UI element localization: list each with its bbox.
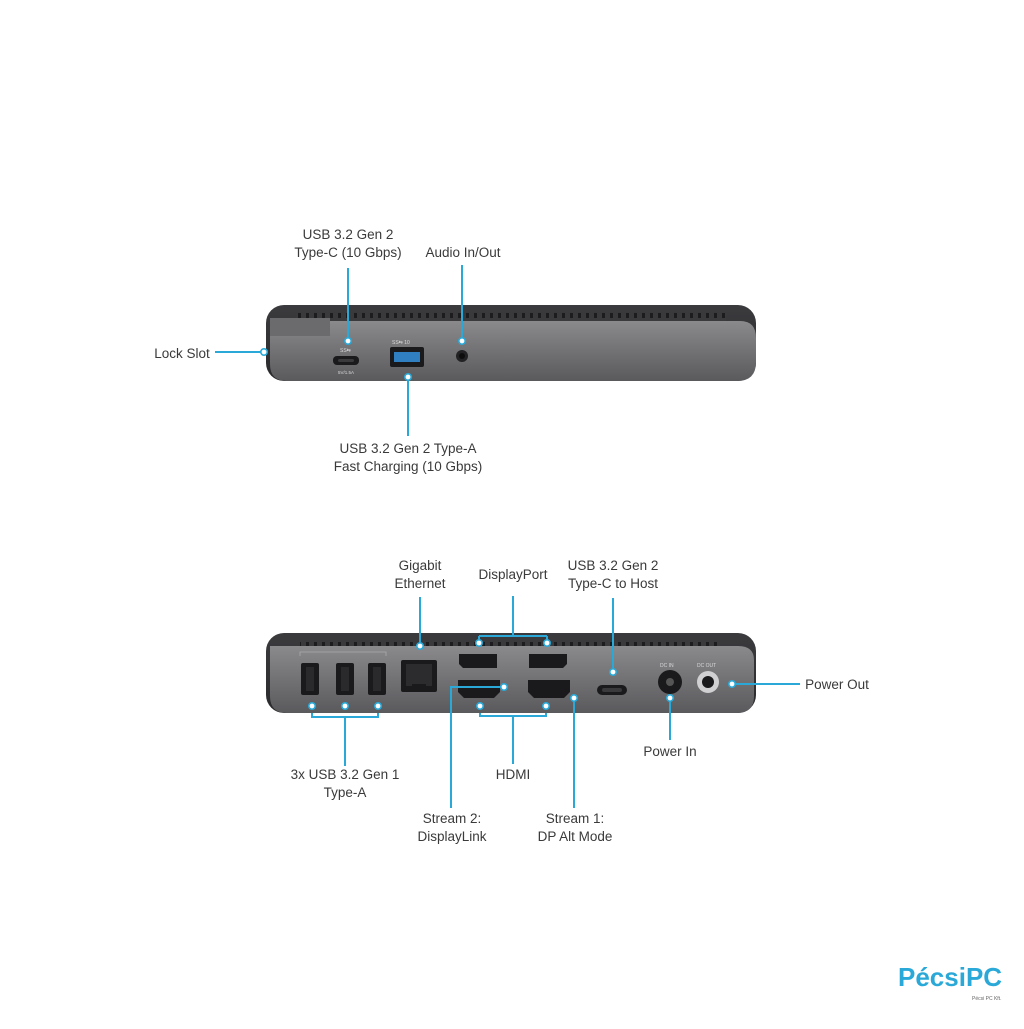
label-line: Type-A [323, 785, 367, 800]
label-line: 3x USB 3.2 Gen 1 [290, 767, 400, 782]
label-line: Lock Slot [154, 346, 210, 361]
callout-displayport [478, 596, 548, 642]
label-line: Stream 1: [545, 811, 605, 826]
callout-lines [215, 265, 800, 808]
label-line: HDMI [495, 767, 531, 782]
top-left-corner [270, 318, 330, 336]
displayport-ports [459, 654, 567, 668]
label-hdmi: HDMI [483, 766, 543, 784]
callout-stream2 [450, 686, 502, 808]
label-displayport: DisplayPort [463, 566, 563, 584]
label-line: Ethernet [394, 576, 446, 591]
label-power-out: Power Out [798, 676, 876, 694]
label-line: Gigabit [398, 558, 442, 573]
label-line: Power Out [805, 677, 869, 692]
watermark-sub: Pécsi PC Kft. [972, 996, 1002, 1002]
label-line: Power In [643, 744, 697, 759]
watermark-brand: PécsiPC [898, 962, 1003, 992]
svg-text:SS⇆ 10: SS⇆ 10 [392, 340, 410, 346]
label-lock-slot: Lock Slot [140, 345, 224, 363]
label-power-in: Power In [630, 743, 710, 761]
label-gigabit-ethernet: Gigabit Ethernet [380, 557, 460, 593]
callout-dots [259, 336, 736, 710]
label-usb-a-fast: USB 3.2 Gen 2 Type-A Fast Charging (10 G… [318, 440, 498, 476]
svg-text:5V/1.5A: 5V/1.5A [338, 370, 354, 375]
label-line: USB 3.2 Gen 2 Type-A [339, 441, 477, 456]
usb-a-x3-ports [299, 651, 387, 695]
label-line: Stream 2: [422, 811, 482, 826]
watermark-logo: PécsiPC Pécsi PC Kft. [898, 956, 1008, 1006]
bottom-device: DC IN DC OUT [266, 633, 756, 713]
label-line: USB 3.2 Gen 2 [302, 227, 394, 242]
label-line: DP Alt Mode [537, 829, 613, 844]
hdmi-ports [458, 680, 570, 698]
bottom-device-rear-panel [270, 646, 754, 713]
top-device: SS⇆ 5V/1.5A SS⇆ 10 [266, 305, 756, 381]
label-line: Audio In/Out [425, 245, 501, 260]
label-line: Type-C to Host [567, 576, 659, 591]
callout-hdmi [479, 713, 547, 764]
label-usb-a-x3: 3x USB 3.2 Gen 1 Type-A [276, 766, 414, 802]
label-stream-2: Stream 2: DisplayLink [402, 810, 502, 846]
label-stream-1: Stream 1: DP Alt Mode [522, 810, 628, 846]
label-usb-c-host: USB 3.2 Gen 2 Type-C to Host [553, 557, 673, 593]
label-audio: Audio In/Out [402, 244, 524, 262]
svg-text:DC IN: DC IN [660, 663, 674, 669]
label-line: Fast Charging (10 Gbps) [333, 459, 483, 474]
svg-text:DC OUT: DC OUT [697, 663, 716, 669]
label-usb-c-10gbps: USB 3.2 Gen 2 Type-C (10 Gbps) [278, 226, 418, 262]
label-line: DisplayLink [417, 829, 487, 844]
label-line: Type-C (10 Gbps) [294, 245, 402, 260]
label-line: USB 3.2 Gen 2 [567, 558, 659, 573]
label-line: DisplayPort [478, 567, 548, 582]
svg-text:SS⇆: SS⇆ [340, 348, 351, 354]
callout-usb-a-x3 [311, 713, 379, 766]
ethernet-port [401, 660, 437, 692]
bottom-device-vents [300, 638, 720, 648]
